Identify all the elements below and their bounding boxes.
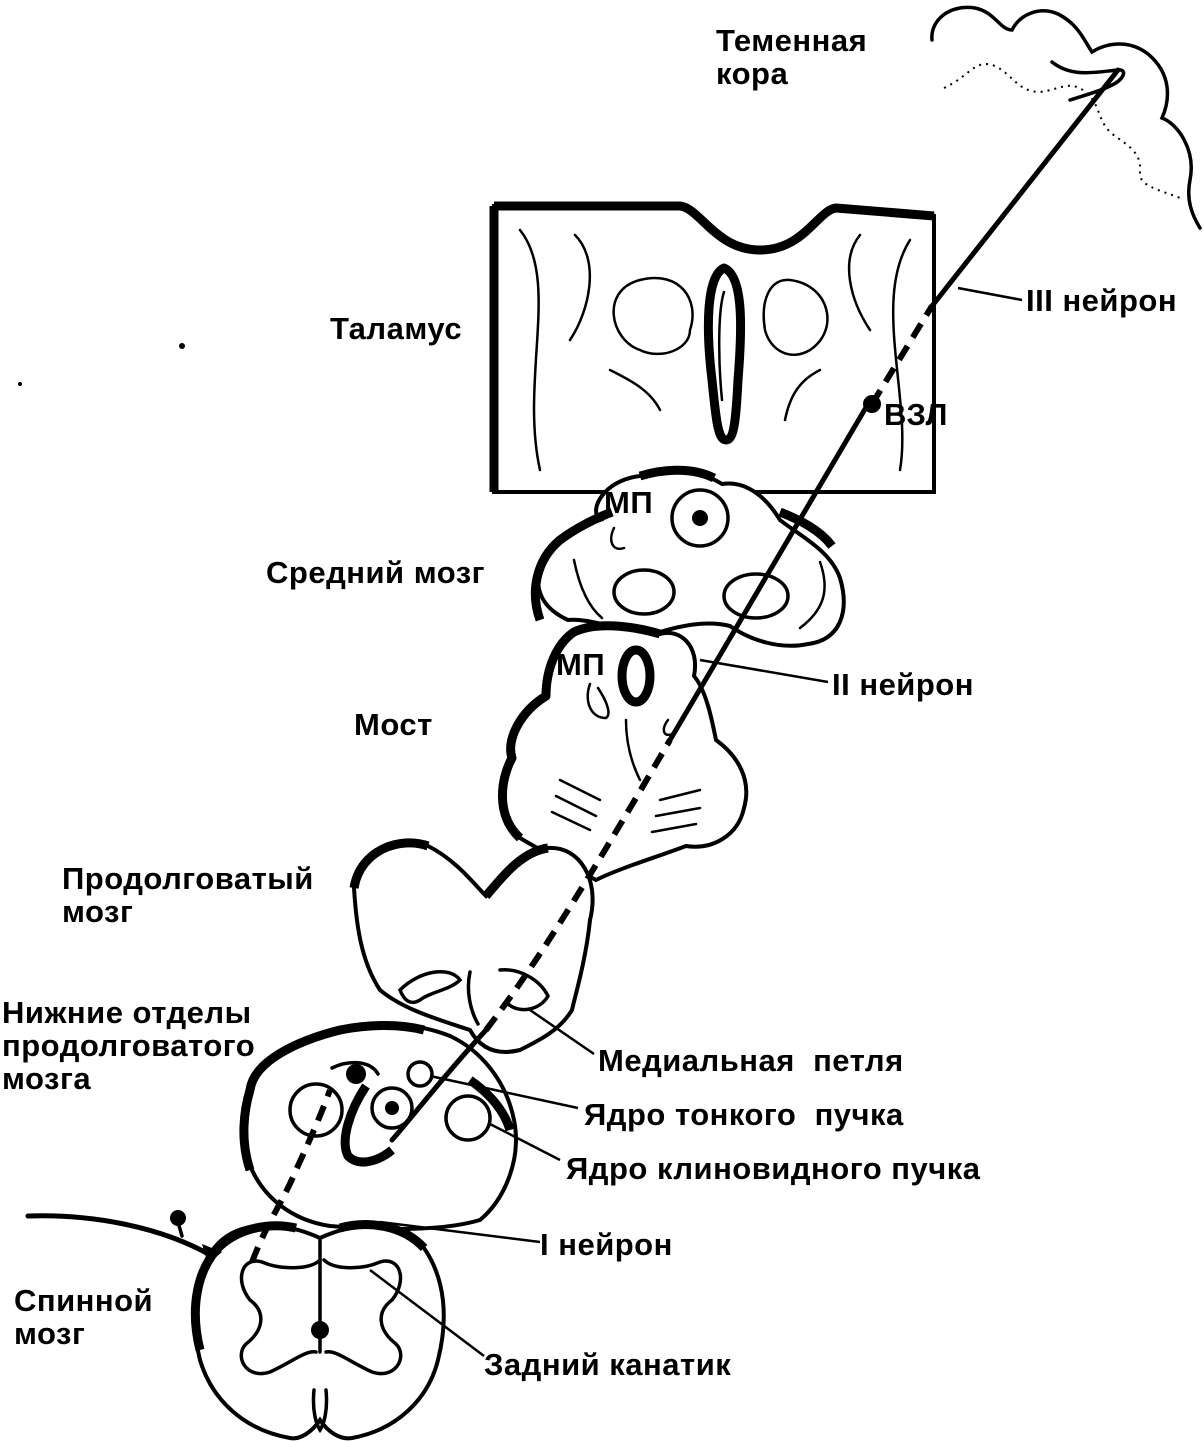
spinal-ganglion-cell [170, 1210, 186, 1226]
fiber-arrowhead [202, 1244, 222, 1264]
neuron-3-path-upper [929, 67, 1121, 309]
neuron-2-path-upper [667, 401, 871, 743]
label-cuneate-nucleus: Ядро клиновидного пучка [566, 1151, 981, 1186]
scan-speck [18, 382, 22, 386]
midbrain-drawing [530, 465, 846, 648]
label-mp-pons: МП [556, 647, 606, 682]
neuron-2-medial-lemniscus [483, 738, 673, 1032]
thalamus-drawing [489, 201, 936, 494]
label-midbrain: Средний мозг [266, 555, 486, 590]
leader-neuron-1 [379, 1220, 541, 1244]
label-neuron-3: III нейрон [1026, 283, 1178, 318]
label-spinal-cord: Спинной мозг [14, 1283, 154, 1351]
leader-neuron-2 [699, 658, 829, 684]
label-medulla: Продолговатый мозг [62, 861, 314, 929]
neuron-2-internal-arcuate [389, 1027, 489, 1143]
neuron-3-path-lower [869, 304, 935, 406]
leader-medial-lemniscus [529, 1008, 595, 1056]
label-dorsal-funiculus: Задний канатик [484, 1347, 732, 1382]
leader-gracile-nucleus [429, 1074, 579, 1110]
label-lower-medulla: Нижние отделы продолговатого мозга [2, 995, 256, 1096]
lower-medulla-drawing [239, 1021, 518, 1232]
label-thalamus: Таламус [330, 311, 463, 346]
label-gracile-nucleus: Ядро тонкого пучка [584, 1097, 904, 1132]
leader-neuron-3 [957, 286, 1023, 302]
leader-cuneate-nucleus [489, 1122, 561, 1162]
pons-drawing [498, 621, 749, 883]
label-neuron-2: II нейрон [832, 667, 974, 702]
label-medial-lemniscus: Медиальная петля [598, 1043, 904, 1078]
neuron-1-path [249, 1088, 333, 1264]
spinal-cord-drawing [190, 1220, 446, 1441]
label-parietal-cortex: Теменная кора [716, 23, 868, 91]
scan-speck [179, 343, 185, 349]
leader-dorsal-funiculus [369, 1269, 485, 1357]
parietal-cortex-drawing [930, 5, 1202, 230]
medulla-drawing [349, 838, 595, 1054]
label-neuron-1: I нейрон [540, 1227, 673, 1262]
label-mp-midbrain: МП [604, 485, 654, 520]
label-pons: Мост [354, 707, 433, 742]
dorsal-root-fiber [25, 1213, 215, 1259]
label-vpl: ВЗЛ [884, 397, 948, 432]
